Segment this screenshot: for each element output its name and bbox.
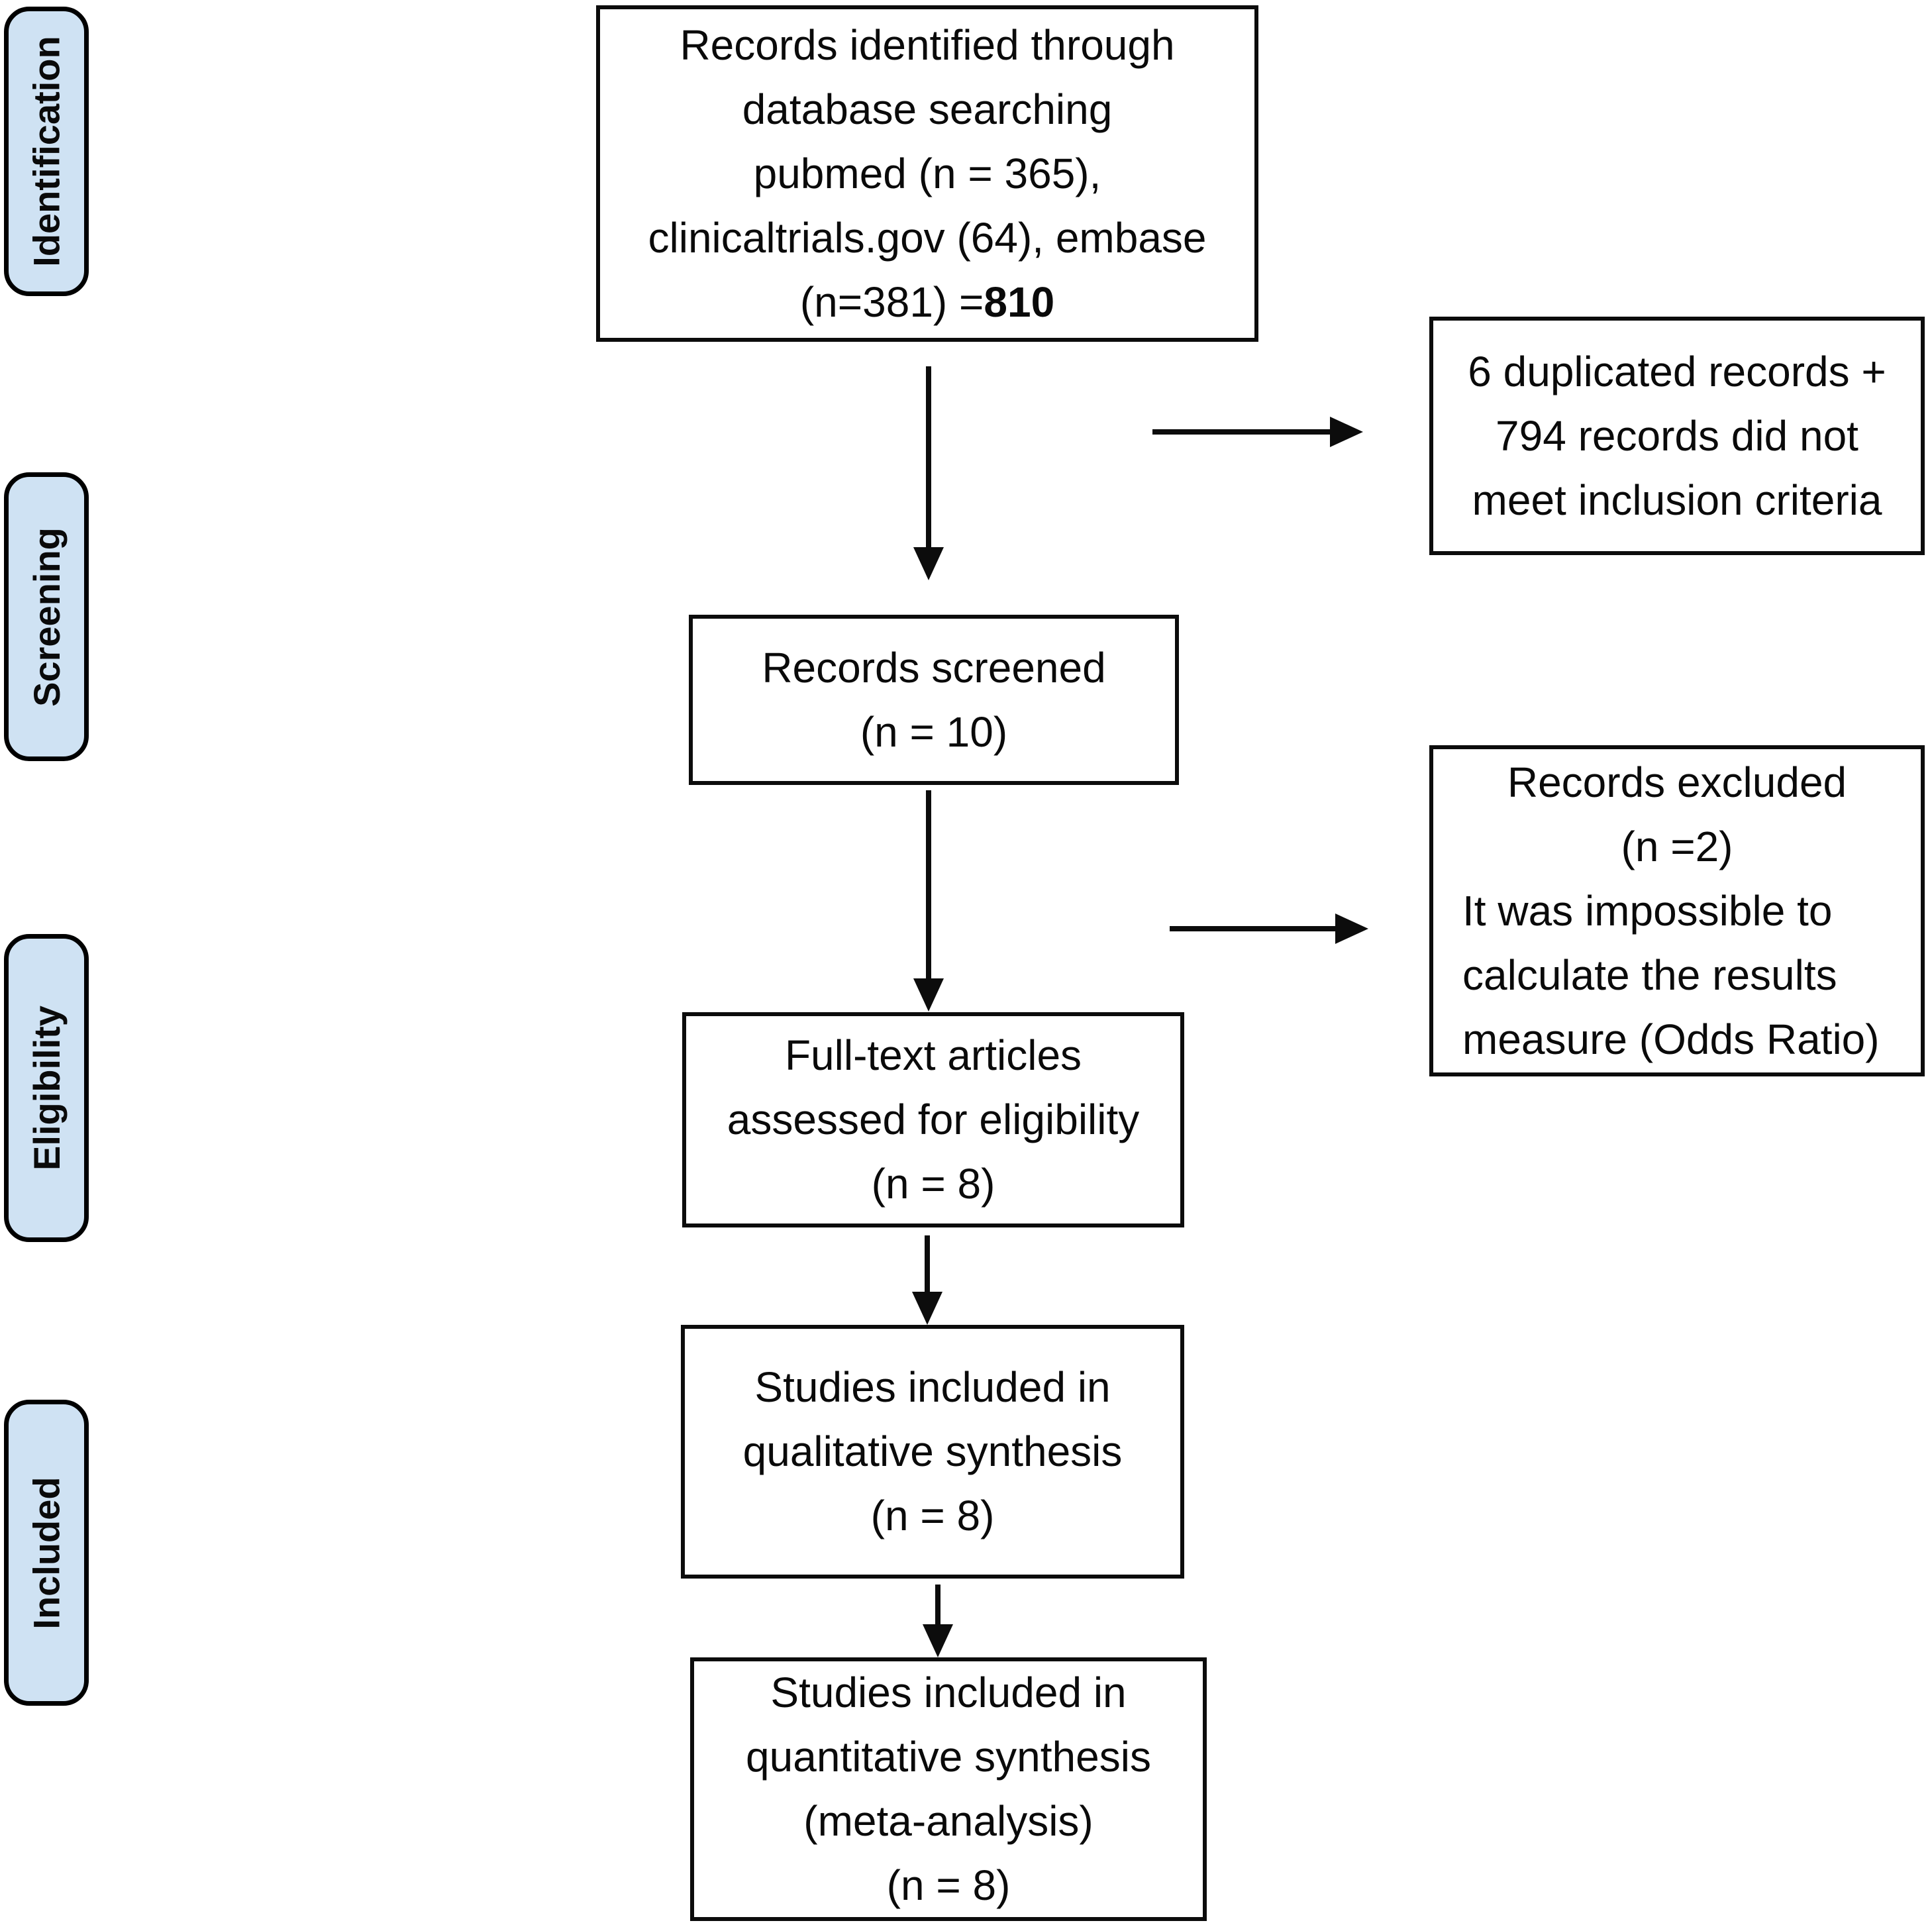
records-excluded-line5: measure (Odds Ratio) xyxy=(1462,1015,1880,1063)
records-identified-total: 810 xyxy=(984,278,1055,326)
records-identified-line1: Records identified through xyxy=(680,21,1175,69)
duplicates-line1: 6 duplicated records + xyxy=(1468,347,1886,395)
quantitative-line2: quantitative synthesis xyxy=(746,1733,1151,1781)
qualitative-line1: Studies included in xyxy=(754,1363,1111,1411)
full-text-line3: (n = 8) xyxy=(871,1160,995,1208)
records-screened-line2: (n = 10) xyxy=(860,707,1008,756)
qualitative-line3: (n = 8) xyxy=(870,1492,995,1539)
records-screened-line1: Records screened xyxy=(762,643,1106,692)
records-identified-line5: (n=381) =810 xyxy=(799,278,1055,326)
records-excluded-line1: Records excluded xyxy=(1507,758,1847,806)
stage-eligibility-label: Eligibility xyxy=(25,1006,68,1171)
qualitative-line2: qualitative synthesis xyxy=(742,1428,1123,1475)
records-excluded-line4: calculate the results xyxy=(1462,951,1837,999)
duplicates-line3: meet inclusion criteria xyxy=(1472,476,1882,524)
records-identified-box: Records identified through database sear… xyxy=(596,5,1258,342)
stage-identification: Identification xyxy=(4,7,89,296)
duplicates-excluded-box: 6 duplicated records + 794 records did n… xyxy=(1429,317,1925,555)
stage-identification-label: Identification xyxy=(25,36,68,267)
stage-screening-label: Screening xyxy=(25,527,68,707)
records-identified-line3: pubmed (n = 365), xyxy=(753,149,1101,197)
duplicates-line2: 794 records did not xyxy=(1496,411,1858,460)
records-excluded-line2: (n =2) xyxy=(1621,822,1733,870)
quantitative-line4: (n = 8) xyxy=(886,1861,1011,1909)
stage-eligibility: Eligibility xyxy=(4,934,89,1242)
stage-screening: Screening xyxy=(4,472,89,761)
quantitative-line1: Studies included in xyxy=(770,1669,1127,1716)
quantitative-line3: (meta-analysis) xyxy=(803,1797,1093,1845)
records-excluded-line3: It was impossible to xyxy=(1462,886,1833,935)
records-identified-line2: database searching xyxy=(742,85,1113,133)
quantitative-synthesis-box: Studies included in quantitative synthes… xyxy=(690,1657,1207,1921)
full-text-box: Full-text articles assessed for eligibil… xyxy=(682,1012,1184,1227)
records-excluded-box: Records excluded (n =2) It was impossibl… xyxy=(1429,745,1925,1076)
records-identified-line4: clinicaltrials.gov (64), embase xyxy=(648,213,1207,262)
stage-included: Included xyxy=(4,1400,89,1706)
records-screened-box: Records screened (n = 10) xyxy=(689,615,1179,785)
stage-included-label: Included xyxy=(25,1476,68,1630)
full-text-line2: assessed for eligibility xyxy=(727,1096,1140,1143)
qualitative-synthesis-box: Studies included in qualitative synthesi… xyxy=(681,1325,1184,1579)
full-text-line1: Full-text articles xyxy=(784,1031,1082,1079)
